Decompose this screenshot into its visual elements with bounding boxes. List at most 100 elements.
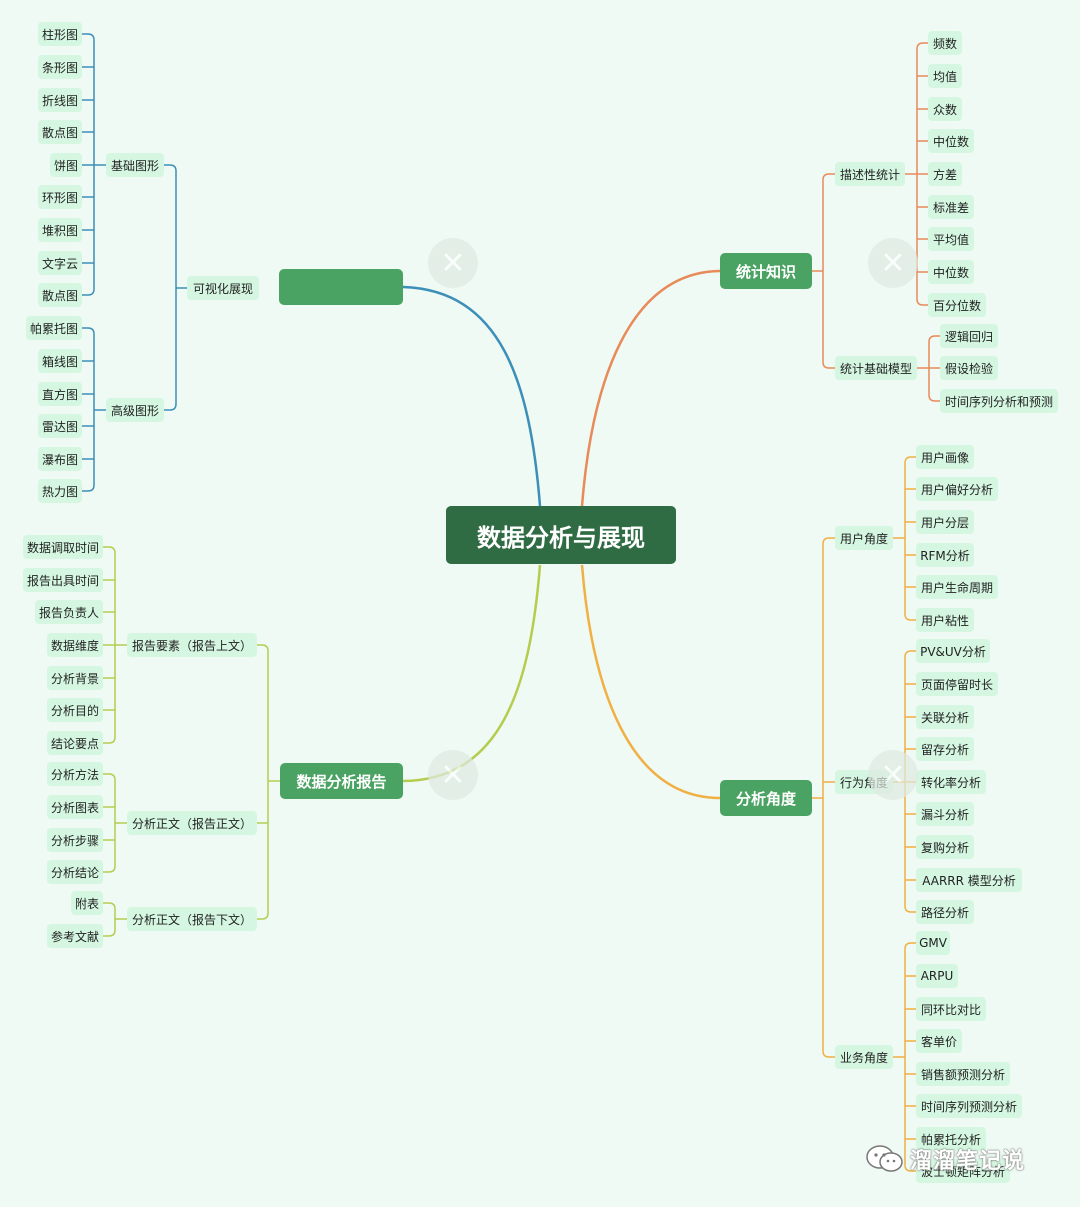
branch-curve (87, 484, 95, 492)
branch-curve (108, 736, 116, 744)
leaf-angle-item: 客单价 (916, 1029, 962, 1053)
leaf-angle-item: 用户分层 (916, 510, 974, 534)
group-descriptive-stats: 描述性统计 (835, 162, 905, 186)
branch-curve (916, 298, 924, 306)
branch-curve (822, 361, 830, 369)
leaf-angle-item: 复购分析 (916, 835, 974, 859)
branch-curve (822, 1050, 830, 1058)
group-business-angle: 业务角度 (835, 1045, 893, 1069)
group-report-body: 分析正文（报告正文） (127, 811, 257, 835)
leaf-report-item: 报告出具时间 (23, 568, 103, 592)
leaf-angle-item: 帕累托分析 (916, 1127, 986, 1151)
leaf-stat-item: 中位数 (928, 129, 974, 153)
center-topic: 数据分析与展现 (446, 506, 676, 564)
leaf-stat-item: 时间序列分析和预测 (940, 389, 1058, 413)
leaf-report-item: 结论要点 (47, 731, 103, 755)
topic-analysis-report: 数据分析报告 (280, 763, 403, 799)
leaf-angle-item: RFM分析 (916, 543, 974, 567)
branch-curve (402, 285, 542, 507)
leaf-stat-item: 均值 (928, 64, 962, 88)
leaf-chart-type: 折线图 (38, 88, 82, 112)
leaf-stat-item: 标准差 (928, 195, 974, 219)
branch-curve (904, 613, 912, 621)
leaf-report-item: 分析目的 (47, 698, 103, 722)
branch-curve (87, 327, 95, 335)
branch-curve (580, 269, 721, 507)
topic-statistics: 统计知识 (720, 253, 812, 289)
group-basic-charts: 基础图形 (106, 153, 164, 177)
leaf-stat-item: 平均值 (928, 227, 974, 251)
leaf-angle-item: ARPU (916, 964, 958, 988)
leaf-chart-type: 帕累托图 (26, 316, 82, 340)
branch-curve (108, 773, 116, 781)
leaf-stat-item: 逻辑回归 (940, 324, 998, 348)
leaf-stat-item: 百分位数 (928, 293, 986, 317)
branch-curve (822, 173, 830, 181)
branch-curve (169, 164, 177, 172)
leaf-angle-item: 关联分析 (916, 705, 974, 729)
branch-curve (108, 865, 116, 873)
xmind-watermark-icon: ✕ (868, 750, 918, 800)
branch-curve (916, 42, 924, 50)
brand-name: 溜溜笔记说 (910, 1149, 1026, 1174)
branch-curve (87, 288, 95, 296)
group-user-angle: 用户角度 (835, 526, 893, 550)
leaf-stat-item: 方差 (928, 162, 962, 186)
branch-curve (108, 929, 116, 937)
leaf-chart-type: 环形图 (38, 185, 82, 209)
branch-curve (822, 537, 830, 545)
leaf-angle-item: AARRR 模型分析 (916, 868, 1022, 892)
leaf-angle-item: GMV (916, 931, 950, 955)
branch-curve (108, 546, 116, 554)
group-report-appendix: 分析正文（报告下文） (127, 907, 257, 931)
wechat-icon (866, 1145, 903, 1172)
branch-curve (169, 403, 177, 411)
branch-curve (108, 902, 116, 910)
leaf-angle-item: 路径分析 (916, 900, 974, 924)
topic-visualization (279, 269, 403, 305)
branch-curve (928, 335, 936, 343)
leaf-chart-type: 散点图 (38, 283, 82, 307)
leaf-angle-item: 页面停留时长 (916, 672, 998, 696)
xmind-watermark-icon: ✕ (428, 750, 478, 800)
leaf-chart-type: 柱形图 (38, 22, 82, 46)
branch-curve (904, 650, 912, 658)
leaf-angle-item: 用户粘性 (916, 608, 974, 632)
subtopic-visualization: 可视化展现 (187, 276, 259, 300)
leaf-report-item: 分析方法 (47, 762, 103, 786)
branch-curve (402, 564, 542, 783)
leaf-report-item: 分析结论 (47, 860, 103, 884)
leaf-stat-item: 中位数 (928, 260, 974, 284)
group-stat-models: 统计基础模型 (835, 356, 917, 380)
leaf-angle-item: 留存分析 (916, 737, 974, 761)
leaf-angle-item: 波士顿矩阵分析 (916, 1159, 1010, 1183)
leaf-angle-item: 用户偏好分析 (916, 477, 998, 501)
leaf-stat-item: 假设检验 (940, 356, 998, 380)
leaf-chart-type: 直方图 (38, 382, 82, 406)
branch-curve (904, 1164, 912, 1172)
leaf-stat-item: 频数 (928, 31, 962, 55)
leaf-report-item: 分析背景 (47, 666, 103, 690)
topic-analysis-angle: 分析角度 (720, 780, 812, 816)
leaf-stat-item: 众数 (928, 97, 962, 121)
leaf-report-item: 报告负责人 (35, 600, 103, 624)
brand-watermark: 溜溜笔记说 (866, 1143, 1025, 1175)
leaf-chart-type: 瀑布图 (38, 447, 82, 471)
leaf-report-item: 附表 (71, 891, 103, 915)
leaf-chart-type: 条形图 (38, 55, 82, 79)
branch-curve (580, 564, 721, 800)
leaf-chart-type: 文字云 (38, 251, 82, 275)
branch-curve (261, 644, 269, 652)
group-advanced-charts: 高级图形 (106, 398, 164, 422)
leaf-report-item: 分析步骤 (47, 828, 103, 852)
leaf-chart-type: 热力图 (38, 479, 82, 503)
leaf-chart-type: 堆积图 (38, 218, 82, 242)
leaf-report-item: 数据调取时间 (23, 535, 103, 559)
leaf-angle-item: 用户生命周期 (916, 575, 998, 599)
leaf-chart-type: 雷达图 (38, 414, 82, 438)
leaf-chart-type: 散点图 (38, 120, 82, 144)
leaf-angle-item: 漏斗分析 (916, 802, 974, 826)
xmind-watermark-icon: ✕ (428, 238, 478, 288)
leaf-angle-item: 同环比对比 (916, 997, 986, 1021)
